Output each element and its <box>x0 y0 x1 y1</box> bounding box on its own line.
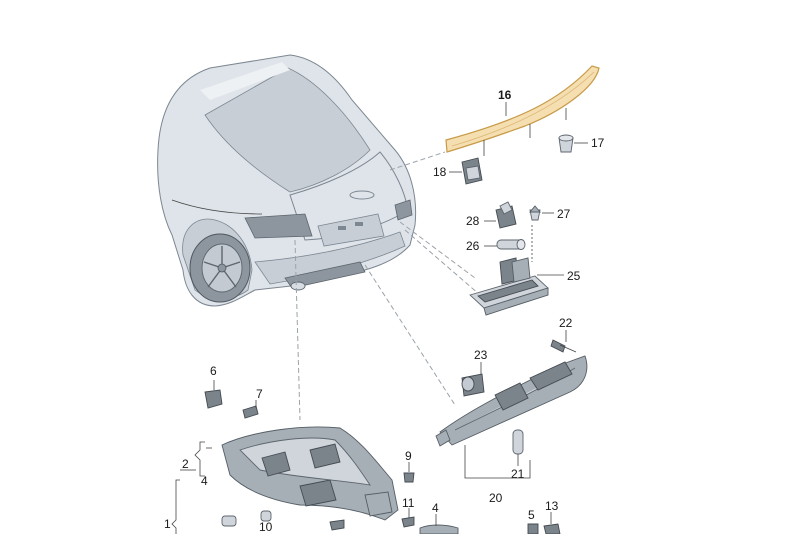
callout-9: 9 <box>405 449 412 463</box>
part-26-bulb <box>484 225 533 262</box>
callout-1: 1 <box>164 517 171 531</box>
car-rear-view <box>157 54 417 307</box>
callout-22: 22 <box>559 316 573 330</box>
part-small-bulb <box>221 515 237 527</box>
callout-23: 23 <box>474 348 488 362</box>
callout-10: 10 <box>259 520 273 534</box>
callout-labels: 16 17 18 28 27 26 25 22 23 21 20 6 7 2 4… <box>164 88 605 534</box>
part-20-brake-light <box>435 355 588 479</box>
highlighted-trim-strip <box>445 65 600 153</box>
callout-13: 13 <box>545 499 559 513</box>
rear-window <box>204 67 371 193</box>
part-10-bulb <box>260 510 272 522</box>
taillight <box>244 213 313 239</box>
part-small-clip <box>329 519 345 531</box>
part-11-screw <box>401 508 415 528</box>
callout-21: 21 <box>511 467 525 481</box>
part-28-lamp-socket <box>484 201 517 229</box>
callout-20: 20 <box>489 491 503 505</box>
part-17-cap <box>558 134 588 153</box>
part-25-license-lamp <box>469 257 564 316</box>
license-plate-recess <box>317 213 385 247</box>
part-4-lower-housing <box>419 514 459 534</box>
callout-2: 2 <box>182 457 189 471</box>
callout-16: 16 <box>498 88 512 102</box>
part-2-tail-lamp-housing <box>221 426 399 521</box>
part-5-and-13-fasteners <box>527 512 561 534</box>
part-9-screw <box>403 462 415 483</box>
callout-11: 11 <box>402 496 415 510</box>
part-27-screw <box>529 205 554 221</box>
callout-4-left: 4 <box>201 474 208 488</box>
part-23-bulb-socket <box>461 362 485 397</box>
callout-26: 26 <box>466 239 480 253</box>
callout-25: 25 <box>567 269 581 283</box>
callout-28: 28 <box>466 214 480 228</box>
callout-6: 6 <box>210 364 217 378</box>
callout-brackets <box>171 441 212 534</box>
callout-5: 5 <box>528 508 535 522</box>
callout-17: 17 <box>591 136 605 150</box>
part-22-screw <box>550 330 577 353</box>
part-6-grommet <box>204 380 223 409</box>
part-21-bulb <box>512 429 524 466</box>
callout-18: 18 <box>433 165 447 179</box>
callout-27: 27 <box>557 207 571 221</box>
part-18-clip <box>449 157 483 185</box>
part-7-screw <box>242 400 259 419</box>
callout-7: 7 <box>256 387 263 401</box>
part-16-trim-strip <box>445 65 600 156</box>
callout-4-right: 4 <box>432 501 439 515</box>
projection-lines <box>294 151 481 421</box>
